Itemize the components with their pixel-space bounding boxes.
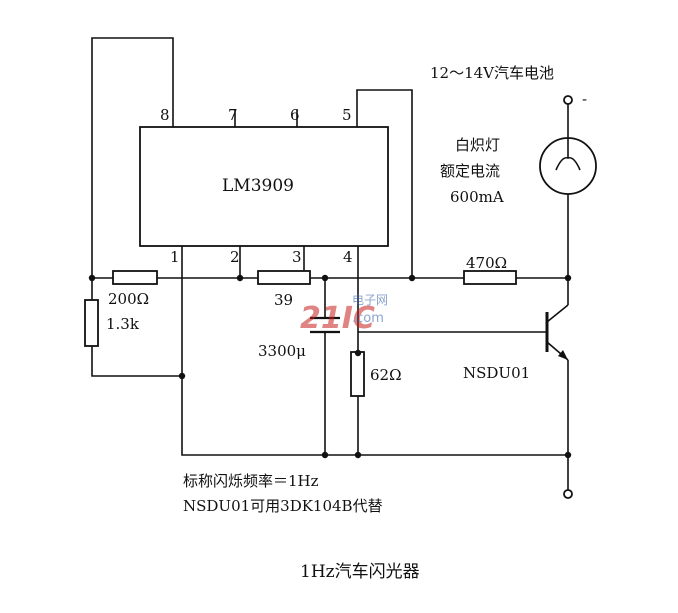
resistor-1k3 xyxy=(84,299,99,347)
ic-label: LM3909 xyxy=(222,176,294,196)
junction xyxy=(354,349,362,357)
junction xyxy=(321,451,329,459)
battery-label: 12～14V汽车电池 xyxy=(430,64,554,82)
transistor-npn xyxy=(545,304,569,361)
junction xyxy=(354,451,362,459)
lamp-filament xyxy=(555,138,581,171)
junction xyxy=(321,274,329,282)
lamp-label-1: 白炽灯 xyxy=(455,136,500,154)
transistor-label: NSDU01 xyxy=(463,364,530,382)
junction xyxy=(408,274,416,282)
watermark-logo: 21IC 电子网 .com xyxy=(300,293,388,336)
watermark-cn: 电子网 xyxy=(352,293,388,307)
pin-7-label: 7 xyxy=(228,106,238,124)
resistor-62-label: 62Ω xyxy=(370,366,402,384)
wire-1k3-branch xyxy=(91,278,182,377)
watermark-brand: 21IC xyxy=(300,301,375,336)
diagram-caption: 1Hz汽车闪光器 xyxy=(300,562,420,582)
junction-dots xyxy=(88,274,572,459)
transistor-emitter-arrow xyxy=(558,350,568,360)
junction xyxy=(564,274,572,282)
transistor-collector xyxy=(546,304,569,323)
wire-pin8-left-rail xyxy=(91,37,174,278)
lm3909-ic: LM3909 8 7 6 5 1 2 3 4 xyxy=(139,106,389,266)
pin-5-label: 5 xyxy=(342,106,352,124)
note-frequency: 标称闪烁频率＝1Hz xyxy=(183,472,319,490)
lamp-icon xyxy=(539,137,597,195)
resistor-470-label: 470Ω xyxy=(466,254,507,272)
resistor-200-label: 200Ω xyxy=(108,290,149,308)
pin-4-label: 4 xyxy=(343,248,353,266)
pin-2-label: 2 xyxy=(230,248,240,266)
resistor-1k3-label: 1.3k xyxy=(106,315,140,333)
wire-pin1-ground xyxy=(181,246,568,456)
lamp-label-2: 额定电流 xyxy=(440,162,500,180)
resistor-62 xyxy=(350,351,365,397)
resistor-39 xyxy=(257,270,311,285)
resistor-200 xyxy=(112,270,158,285)
junction xyxy=(236,274,244,282)
resistor-470 xyxy=(463,270,517,285)
note-substitute: NSDU01可用3DK104B代替 xyxy=(183,497,383,515)
capacitor-label: 3300μ xyxy=(258,342,306,360)
pin-3-label: 3 xyxy=(292,248,302,266)
pin-6-label: 6 xyxy=(290,106,300,124)
ic-body xyxy=(139,126,389,247)
battery-negative-sign: - xyxy=(582,90,587,108)
pin-8-label: 8 xyxy=(160,106,170,124)
battery-positive-terminal xyxy=(563,489,573,499)
battery-negative-terminal xyxy=(563,95,573,105)
junction xyxy=(178,372,186,380)
watermark-dom: .com xyxy=(352,311,384,326)
junction xyxy=(88,274,96,282)
junction xyxy=(564,451,572,459)
wiring xyxy=(91,37,569,490)
capacitor-3300: 3300μ xyxy=(258,316,340,360)
lamp-label-3: 600mA xyxy=(450,188,504,206)
pin-1-label: 1 xyxy=(170,248,180,266)
resistor-39-label: 39 xyxy=(274,291,293,309)
wire-pin5-right xyxy=(356,89,413,278)
